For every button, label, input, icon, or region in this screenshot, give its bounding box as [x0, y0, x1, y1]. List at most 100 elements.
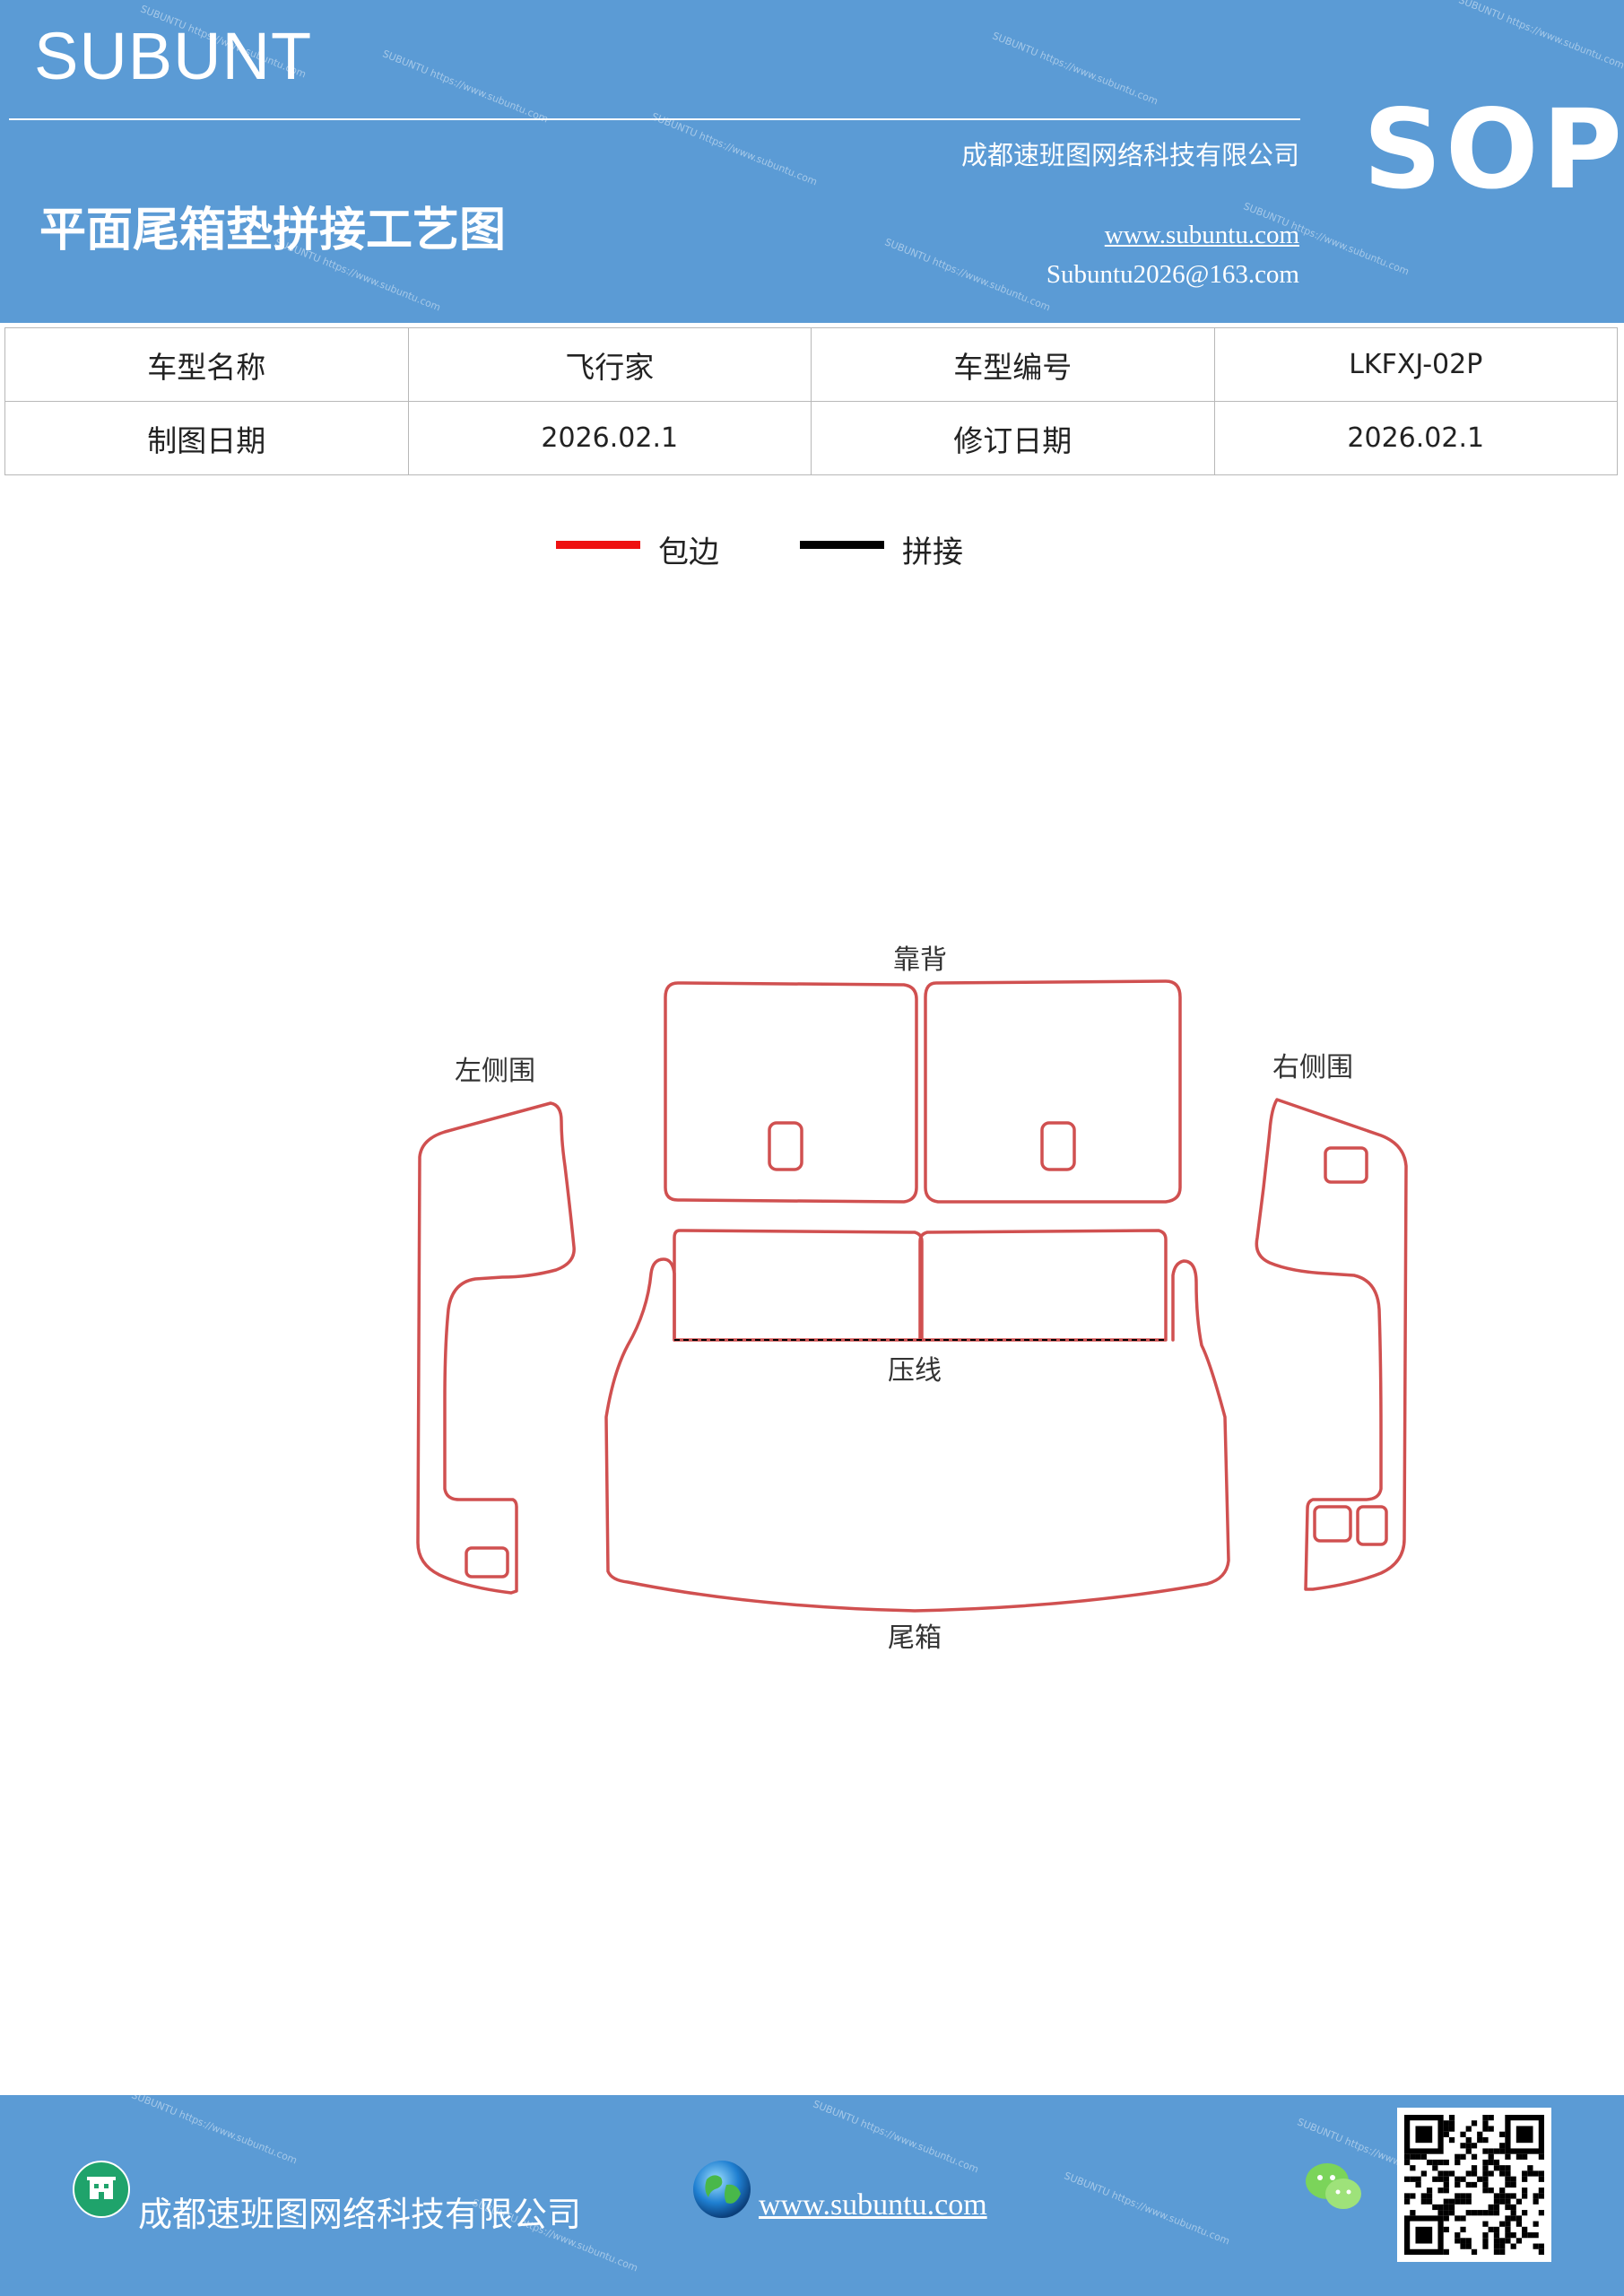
qr-module	[1460, 2176, 1466, 2182]
model-code-label: 车型编号	[811, 327, 1215, 402]
qr-module	[1499, 2243, 1506, 2249]
qr-module	[1404, 2198, 1411, 2205]
right-side-cutout-bottom-right	[1356, 1505, 1388, 1546]
revise-date-value: 2026.02.1	[1213, 401, 1618, 475]
qr-module	[1460, 2131, 1466, 2137]
sop-badge: SOP	[1363, 86, 1624, 213]
qr-module	[1448, 2120, 1455, 2126]
backrest-label: 靠背	[893, 944, 947, 976]
qr-module	[1499, 2198, 1506, 2205]
qr-module	[1482, 2165, 1489, 2171]
qr-module	[1533, 2198, 1539, 2205]
crease-label: 压线	[888, 1355, 942, 1387]
qr-module	[1505, 2176, 1511, 2182]
left-side-panel	[416, 1101, 576, 1595]
qr-module	[1455, 2193, 1461, 2199]
qr-module	[1443, 2126, 1449, 2132]
qr-module	[1432, 2159, 1438, 2166]
qr-module	[1420, 2153, 1427, 2160]
qr-module	[1499, 2238, 1506, 2244]
qr-module	[1455, 2181, 1461, 2188]
footer-website-link[interactable]: www.subuntu.com	[759, 2188, 987, 2222]
qr-module	[1477, 2210, 1483, 2216]
qr-module	[1420, 2170, 1427, 2177]
qr-module	[1488, 2187, 1494, 2194]
qr-module	[1488, 2226, 1494, 2233]
brand-name: SUBUNT	[34, 19, 313, 93]
qr-module	[1460, 2238, 1466, 2244]
qr-module	[1415, 2153, 1421, 2160]
right-side-cutout-top	[1324, 1146, 1368, 1184]
qr-module	[1505, 2232, 1511, 2239]
qr-module	[1493, 2193, 1500, 2199]
qr-finder	[1415, 2226, 1433, 2244]
qr-code-pattern	[1404, 2115, 1544, 2255]
qr-module	[1488, 2170, 1494, 2177]
qr-module	[1510, 2204, 1516, 2211]
qr-module	[1448, 2126, 1455, 2132]
qr-module	[1443, 2210, 1449, 2216]
qr-module	[1505, 2215, 1511, 2222]
qr-module	[1471, 2181, 1478, 2188]
table-row: 制图日期 2026.02.1 修订日期 2026.02.1	[4, 401, 1618, 475]
header-divider	[9, 118, 1300, 120]
qr-finder	[1515, 2126, 1533, 2144]
qr-module	[1499, 2248, 1506, 2255]
qr-module	[1455, 2215, 1461, 2222]
qr-module	[1443, 2248, 1449, 2255]
qr-module	[1488, 2148, 1494, 2154]
qr-module	[1404, 2176, 1411, 2182]
footer-company: 成都速班图网络科技有限公司	[138, 2195, 582, 2234]
floor-flap-left	[673, 1229, 924, 1342]
backrest-right-panel	[924, 979, 1182, 1204]
qr-module	[1499, 2170, 1506, 2177]
header-website-link[interactable]: www.subuntu.com	[1104, 221, 1299, 249]
qr-module	[1527, 2232, 1533, 2239]
left-side-label: 左侧围	[455, 1056, 535, 1087]
qr-module	[1505, 2204, 1511, 2211]
qr-module	[1533, 2243, 1539, 2249]
qr-module	[1482, 2148, 1489, 2154]
qr-module	[1471, 2120, 1478, 2126]
qr-finder	[1415, 2126, 1433, 2144]
qr-module	[1493, 2226, 1500, 2233]
qr-module	[1437, 2176, 1444, 2182]
qr-module	[1499, 2193, 1506, 2199]
qr-module	[1455, 2159, 1461, 2166]
qr-module	[1448, 2204, 1455, 2211]
qr-module	[1455, 2198, 1461, 2205]
qr-module	[1538, 2193, 1544, 2199]
qr-module	[1493, 2165, 1500, 2171]
qr-module	[1471, 2165, 1478, 2171]
qr-module	[1410, 2193, 1416, 2199]
qr-module	[1443, 2170, 1449, 2177]
qr-module	[1465, 2193, 1472, 2199]
qr-module	[1493, 2232, 1500, 2239]
qr-module	[1505, 2170, 1511, 2177]
qr-module	[1493, 2210, 1500, 2216]
model-code-value: LKFXJ-02P	[1213, 327, 1618, 402]
backrest-right-cutout	[1040, 1121, 1076, 1171]
qr-module	[1482, 2210, 1489, 2216]
qr-module	[1510, 2243, 1516, 2249]
qr-module	[1488, 2126, 1494, 2132]
qr-module	[1432, 2165, 1438, 2171]
qr-module	[1499, 2165, 1506, 2171]
qr-module	[1510, 2210, 1516, 2216]
qr-module	[1410, 2165, 1416, 2171]
qr-module	[1522, 2226, 1528, 2233]
wechat-icon[interactable]	[1302, 2160, 1365, 2215]
qr-module	[1426, 2159, 1433, 2166]
qr-module	[1488, 2210, 1494, 2216]
qr-module	[1510, 2232, 1516, 2239]
qr-module	[1455, 2176, 1461, 2182]
right-side-cutout-bottom-left	[1313, 1505, 1352, 1543]
qr-module	[1443, 2131, 1449, 2137]
qr-module	[1538, 2248, 1544, 2255]
draw-date-value: 2026.02.1	[407, 401, 812, 475]
qr-module	[1460, 2143, 1466, 2149]
legend-seam-label: 拼接	[902, 535, 963, 570]
qr-module	[1505, 2193, 1511, 2199]
qr-module	[1404, 2153, 1411, 2160]
qr-module	[1493, 2159, 1500, 2166]
